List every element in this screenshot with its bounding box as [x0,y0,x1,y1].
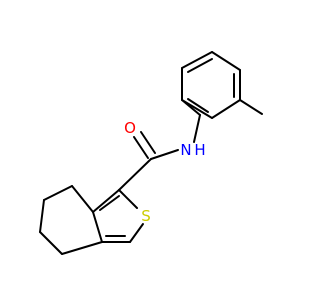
carbonyl-double-bond-a [133,136,149,159]
structure-canvas: O N H S [39,51,263,255]
bond [118,158,152,191]
bond [92,211,103,243]
bond [71,185,94,213]
bond [187,58,213,73]
oxygen-label: O [124,119,136,137]
bond [118,189,138,209]
cyclohexane-ring [39,185,103,255]
methyl-bond [239,99,263,115]
hydrogen-label: H [194,141,205,159]
bond [92,189,120,213]
bond [187,98,209,113]
bond [39,199,45,233]
carbonyl-double-bond-b [140,131,156,154]
n-to-ring-bond [193,114,201,143]
molecule-drawing: O N H S [39,51,263,255]
bond [181,99,201,116]
bond [181,51,213,69]
bond [211,51,241,71]
bond [99,195,120,211]
tolyl-ring [181,51,241,119]
bond [43,185,73,201]
sulfur-label: S [141,207,151,225]
bond [211,99,241,119]
thiophene-ring [92,189,144,243]
nitrogen-label: N [180,141,191,159]
bond [61,241,103,255]
bond [129,223,144,243]
n-to-carbonyl-bond [150,149,179,160]
bond [39,231,63,255]
